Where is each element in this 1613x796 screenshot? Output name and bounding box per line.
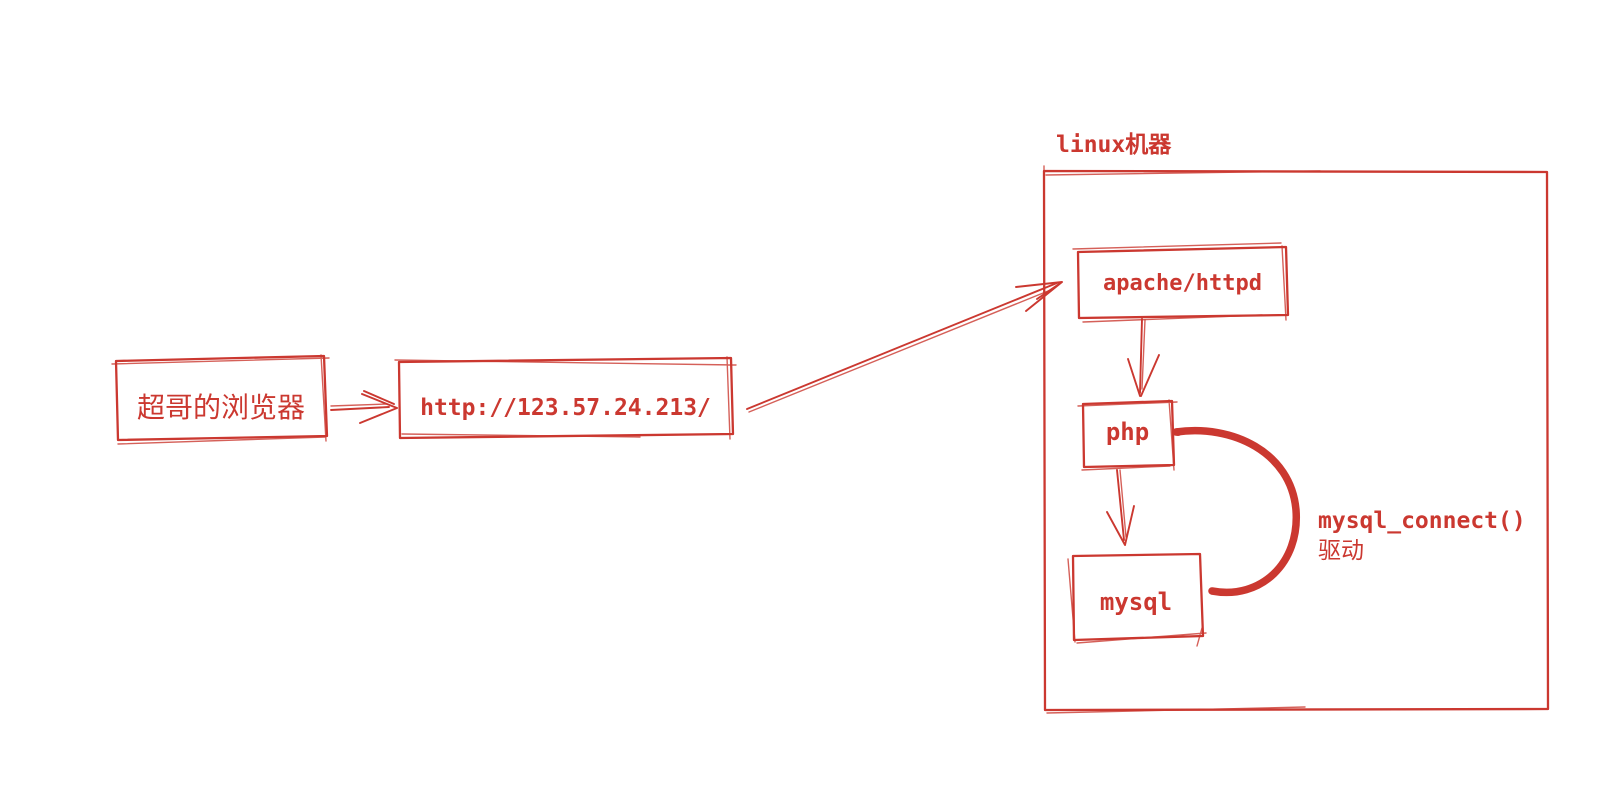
mysql-node-label: mysql [1099,588,1173,616]
apache-node-box [1072,242,1290,323]
php-mysql-connector-curve [1172,427,1300,597]
php-to-mysql-arrow [1106,469,1135,546]
apache-to-php-arrow [1127,318,1160,397]
connector-annotation: mysql_connect() 驱动 [1318,507,1526,565]
connector-annotation-driver: 驱动 [1318,537,1364,563]
url-to-apache-arrow [746,281,1063,413]
php-node-label: php [1105,418,1150,446]
mysql-node-box [1067,552,1207,647]
browser-node-box [111,354,330,445]
php-node-box [1077,399,1178,471]
apache-node-label: apache/httpd [1103,271,1262,296]
linux-machine-title: linux机器 [1056,132,1172,158]
connector-annotation-function: mysql_connect() [1318,508,1526,534]
url-node-box [394,356,737,440]
browser-node-label: 超哥的浏览器 [136,392,305,423]
linux-machine-box [1042,165,1550,714]
url-node-label: http://123.57.24.213/ [420,395,711,421]
browser-to-url-arrow [330,390,398,424]
